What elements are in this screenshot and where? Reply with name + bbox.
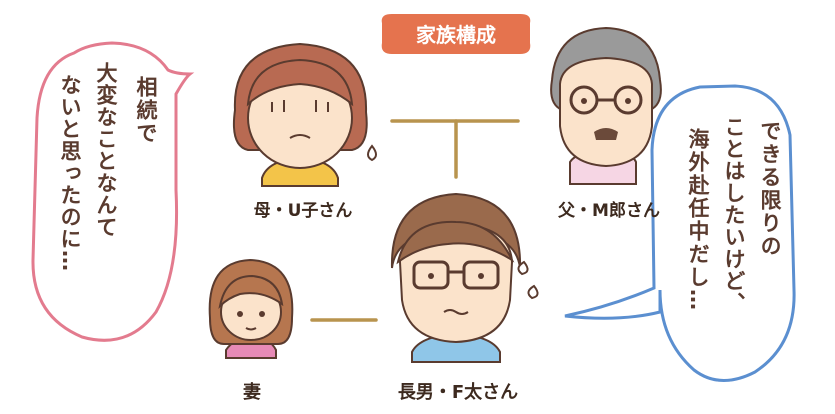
left-speech-bubble: 相続で 大変なことなんて ないと思ったのに… (31, 41, 195, 342)
right-bubble-line-2: ことはしたいけど、 (722, 116, 746, 314)
father-label: 父・M郎さん (557, 200, 660, 221)
family-tree-lines (310, 119, 520, 322)
right-speech-bubble: できる限りの ことはしたいけど、 海外赴任中だし… (564, 84, 796, 382)
son-figure: 長男・F太さん (390, 192, 539, 403)
son-label: 長男・F太さん (398, 381, 518, 403)
title-text: 家族構成 (416, 23, 496, 47)
right-bubble-line-3: 海外赴任中だし… (686, 127, 711, 312)
right-bubble-line-1: できる限りの (758, 120, 782, 258)
mother-label: 母・U子さん (254, 201, 353, 221)
wife-label: 妻 (243, 382, 261, 403)
mother-figure: 母・U子さん (232, 42, 377, 221)
father-figure: 父・M郎さん (550, 26, 662, 221)
title-badge: 家族構成 (381, 14, 531, 54)
left-bubble-line-2: 大変なことなんて (94, 62, 118, 238)
wife-figure: 妻 (208, 258, 294, 403)
left-bubble-line-1: 相続で (134, 75, 158, 145)
left-bubble-line-3: ないと思ったのに… (58, 74, 82, 272)
